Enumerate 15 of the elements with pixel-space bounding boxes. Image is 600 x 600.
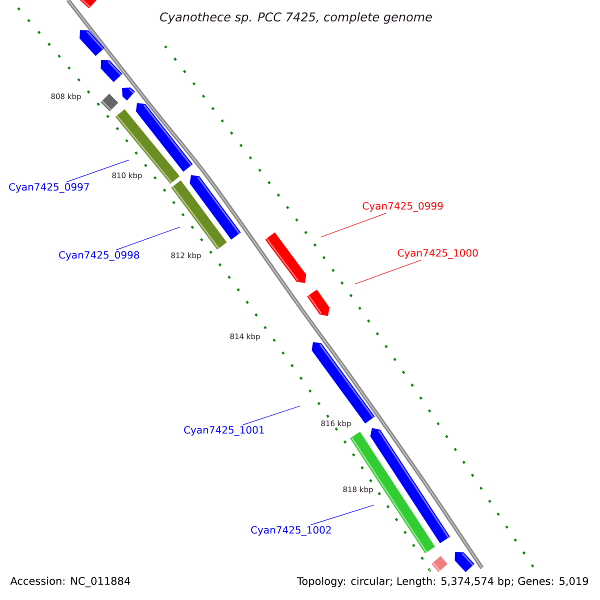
leader-line [116,226,180,250]
gene-label: Cyan7425_1001 [184,426,264,436]
gene-label: Cyan7425_1002 [251,526,331,536]
gene-label: Cyan7425_1000 [398,249,478,259]
gene-label: Cyan7425_0997 [9,183,89,193]
info-text: Accession: NC_011884 [10,576,130,588]
info-text: Topology: circular; Length: 5,374,574 bp; Genes: 5,019 [297,576,588,588]
gene-label: Cyan7425_0999 [362,202,443,212]
leader-line [320,212,387,238]
leader-line [242,406,300,426]
leader-line [310,504,374,526]
gene-label: Cyan7425_0998 [59,251,140,261]
leader-line [66,160,130,182]
leader-line [354,260,422,284]
title: Cyanothece sp. PCC 7425, complete genome [160,12,432,24]
